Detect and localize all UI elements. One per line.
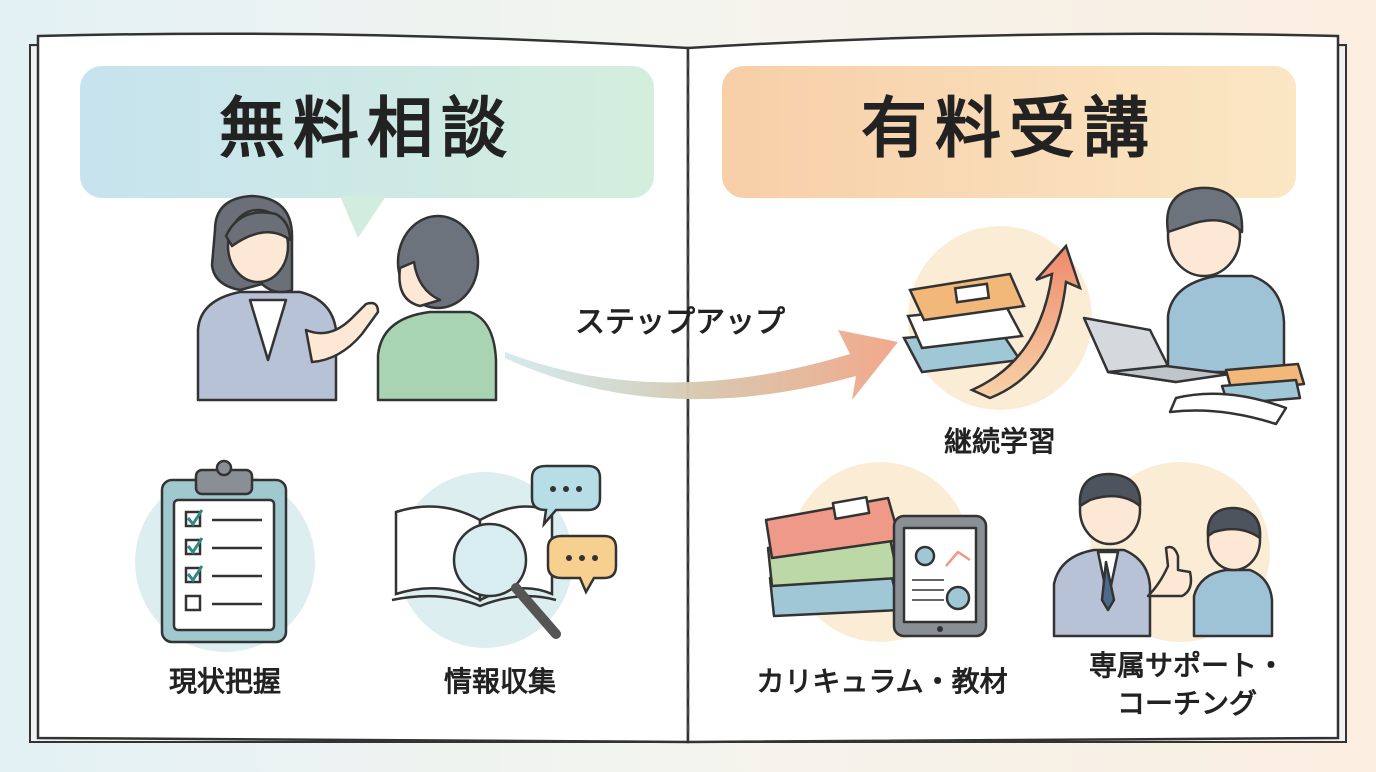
- right-title: 有料受講: [861, 90, 1157, 167]
- current-status-label: 現状把握: [168, 665, 281, 698]
- student-laptop-icon: [1082, 186, 1306, 426]
- client-man-icon: [376, 214, 498, 402]
- right-title-box: [722, 66, 1296, 198]
- consultant-woman-icon: [196, 194, 380, 402]
- continuous-learning-label: 継続学習: [943, 425, 1056, 458]
- coaching-label-line2: コーチング: [1116, 687, 1257, 720]
- coaching-label-line1: 専属サポート・: [1088, 649, 1285, 682]
- left-title-box: [80, 66, 654, 198]
- left-title: 無料相談: [219, 90, 515, 167]
- books-tablet-icon: [764, 495, 988, 638]
- book-magnifier-icon: [391, 464, 618, 639]
- books-growth-arrow-icon: [902, 243, 1083, 400]
- info-gathering-label: 情報収集: [443, 665, 556, 698]
- arrow-right-icon: [505, 330, 898, 400]
- clipboard-checklist-icon: [160, 459, 288, 644]
- curriculum-materials-label: カリキュラム・教材: [756, 665, 1008, 698]
- speech-tail: [340, 196, 386, 238]
- coach-thumbs-up-icon: [1052, 472, 1274, 638]
- step-up-label: ステップアップ: [575, 305, 785, 340]
